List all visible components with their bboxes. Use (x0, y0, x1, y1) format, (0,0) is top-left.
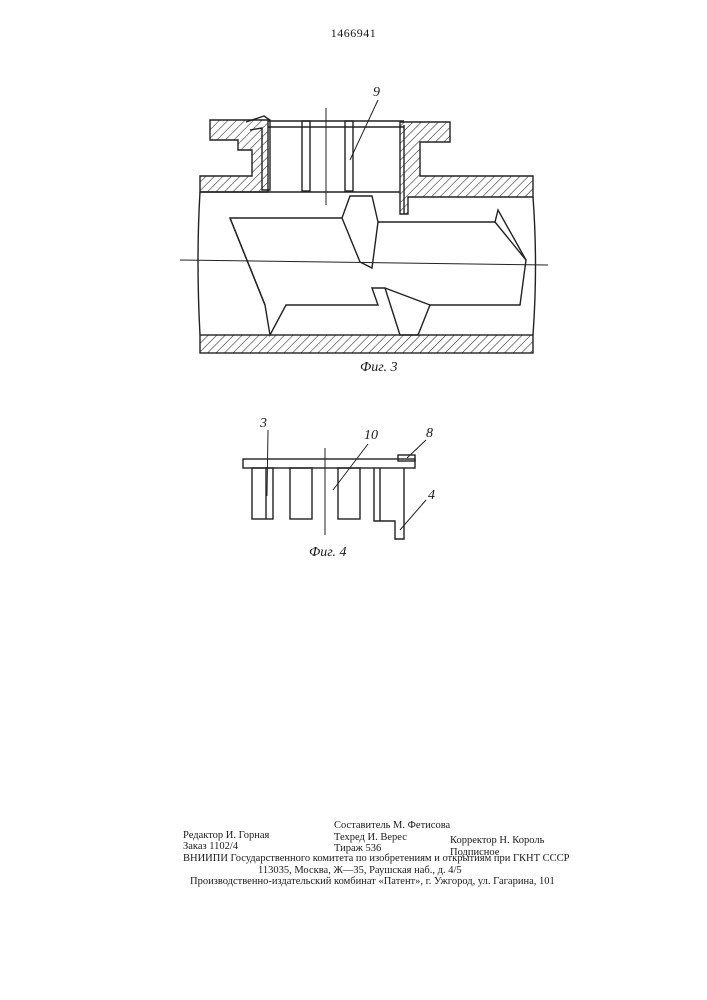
label-3: 3 (260, 416, 267, 432)
tooth-2 (290, 468, 312, 519)
bar-1 (302, 121, 310, 191)
footer-corrector: Корректор Н. Король (450, 835, 544, 847)
label-10: 10 (364, 428, 378, 444)
tooth-3 (338, 468, 360, 519)
label-4: 4 (428, 488, 435, 504)
leader-10 (333, 444, 368, 490)
label-9: 9 (373, 85, 380, 101)
figure-3-caption: Фиг. 3 (360, 360, 398, 376)
leader-3 (267, 430, 268, 496)
figure-4-drawing (243, 430, 426, 539)
figure-4-caption: Фиг. 4 (309, 545, 347, 561)
lower-slant (385, 288, 430, 305)
upper-tooth (342, 196, 378, 222)
label-8: 8 (426, 426, 433, 442)
figure-3-drawing (180, 100, 548, 353)
footer-institute: ВНИИПИ Государственного комитета по изоб… (183, 853, 570, 865)
upper-left-flange (200, 120, 268, 192)
footer-order: Заказ 1102/4 (183, 841, 238, 853)
upper-right-flange (400, 122, 533, 214)
bottom-wall (200, 335, 533, 353)
leader-9 (350, 100, 378, 160)
top-bar (243, 459, 415, 468)
tooth-4 (374, 468, 404, 539)
left-break-edge (198, 192, 200, 335)
right-slant (495, 222, 526, 260)
footer-compiler: Составитель М. Фетисова (334, 820, 450, 832)
rotor-body (230, 210, 526, 335)
right-break-edge (533, 197, 536, 335)
footer-publisher: Производственно-издательский комбинат «П… (190, 876, 555, 888)
tab-8 (398, 455, 415, 461)
tooth-1 (252, 468, 273, 519)
leader-8 (407, 440, 426, 458)
